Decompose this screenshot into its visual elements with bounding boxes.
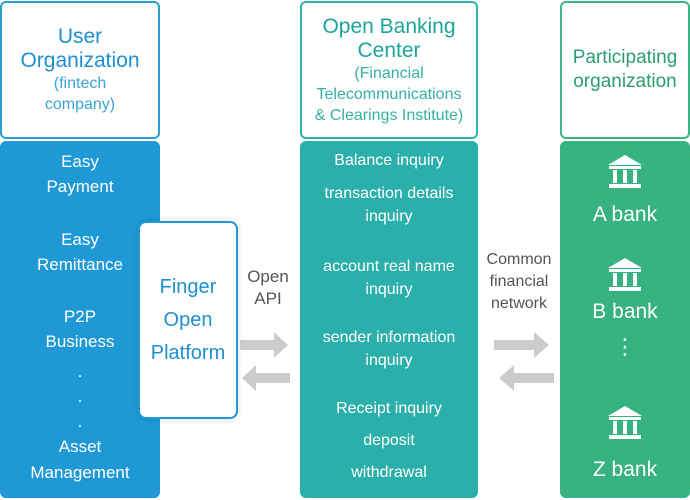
func-account-real-name-2: inquiry — [365, 281, 413, 298]
service-easy-payment-2: Payment — [46, 177, 114, 196]
service-easy-remittance-2: Remittance — [37, 255, 123, 274]
user-org-services-panel: Easy Payment Easy Remittance P2P Busines… — [0, 141, 160, 498]
bank-z-label: Z bank — [592, 458, 658, 481]
banks-panel: A bank B bank ⋮ Z bank — [560, 141, 690, 498]
center-title-2: Center — [357, 38, 421, 62]
platform-line-1: Finger — [159, 275, 217, 298]
open-api-line-1: Open — [247, 267, 289, 286]
func-sender-information-2: inquiry — [365, 352, 413, 369]
func-transaction-details-1: transaction details — [324, 185, 454, 202]
network-line-3: network — [490, 295, 548, 312]
center-sub-3: & Clearings Institute) — [314, 106, 464, 124]
arrow-right-icon — [240, 332, 288, 358]
finger-open-platform-box: Finger Open Platform — [138, 221, 238, 419]
open-api-line-2: API — [254, 289, 282, 308]
user-org-title-2: Organization — [20, 49, 140, 72]
open-banking-center-header: Open Banking Center (Financial Telecommu… — [300, 1, 478, 139]
bank-icon — [608, 155, 642, 188]
service-easy-remittance-1: Easy — [61, 230, 99, 249]
service-p2p-2: Business — [45, 332, 115, 351]
service-p2p-1: P2P — [63, 307, 97, 326]
func-deposit: deposit — [363, 432, 415, 449]
func-sender-information-1: sender information — [322, 329, 456, 346]
user-org-sub-1: (fintech — [53, 75, 107, 92]
participating-org-header: Participating organization — [560, 1, 690, 139]
open-api-label: Open API — [238, 266, 298, 310]
service-easy-payment-1: Easy — [61, 152, 99, 171]
center-sub-2: Telecommunications — [316, 85, 462, 103]
user-org-header: User Organization (fintech company) — [0, 1, 160, 139]
bank-a-label: A bank — [592, 203, 658, 226]
service-dot-2: . — [77, 387, 83, 406]
bank-ellipsis: ⋮ — [614, 334, 636, 359]
bank-icon — [608, 406, 642, 439]
func-account-real-name-1: account real name — [323, 258, 455, 275]
arrow-left-icon — [242, 365, 290, 391]
user-org-title-1: User — [57, 25, 103, 48]
participating-title-1: Participating — [572, 47, 678, 68]
service-dot-3: . — [77, 412, 83, 431]
center-functions-panel: Balance inquiry transaction details inqu… — [300, 141, 478, 498]
func-transaction-details-2: inquiry — [365, 208, 413, 225]
platform-line-3: Platform — [150, 341, 226, 364]
service-asset-management-2: Management — [30, 463, 130, 482]
bank-b-label: B bank — [592, 300, 658, 323]
network-label: Common financial network — [478, 249, 560, 315]
center-sub-1: (Financial — [354, 64, 424, 82]
platform-line-2: Open — [163, 308, 213, 331]
participating-title-2: organization — [573, 71, 677, 92]
bank-icon — [608, 258, 642, 291]
user-org-sub-2: company) — [44, 96, 116, 113]
service-asset-management-1: Asset — [58, 437, 102, 456]
arrow-right-icon — [494, 332, 549, 358]
func-receipt-inquiry: Receipt inquiry — [336, 400, 442, 417]
service-dot-1: . — [77, 362, 83, 381]
center-title-1: Open Banking — [322, 14, 456, 38]
func-balance-inquiry: Balance inquiry — [334, 152, 444, 169]
func-withdrawal: withdrawal — [351, 464, 427, 481]
network-line-1: Common — [486, 251, 552, 268]
arrow-left-icon — [499, 365, 554, 391]
network-line-2: financial — [489, 273, 549, 290]
